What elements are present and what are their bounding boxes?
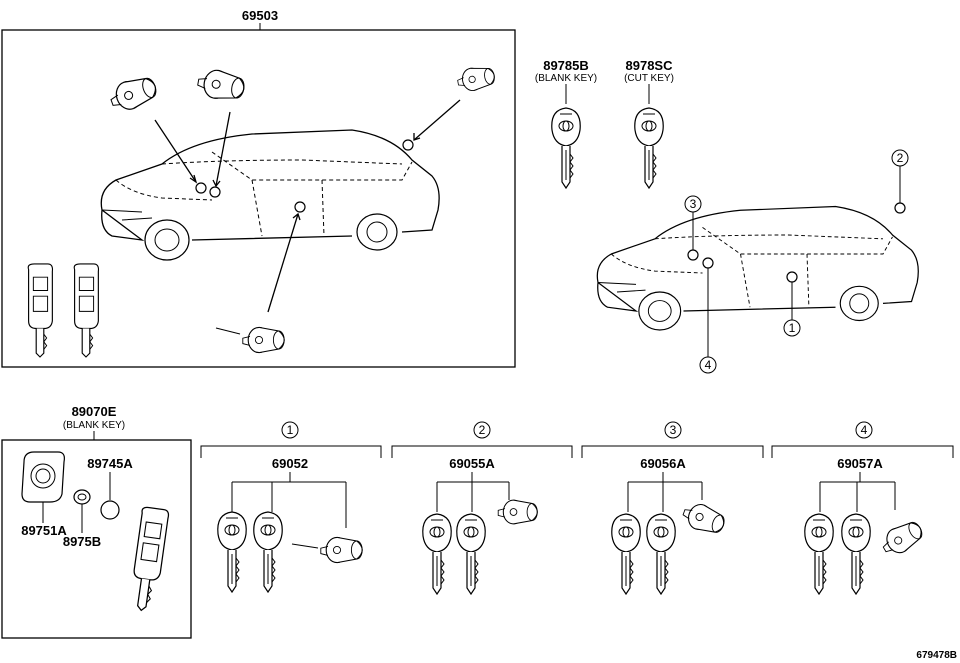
battery-cover-illustration: [73, 489, 91, 533]
main-car-location-markers: [195, 139, 414, 213]
set-4-callout-circle: [855, 421, 873, 439]
set-3-callout-circle: [664, 421, 682, 439]
main-car-illustration: [100, 129, 440, 261]
callout-1: 1: [783, 319, 801, 337]
set-1: 1 69052: [200, 421, 382, 593]
set-4-part-number: 69057A: [837, 456, 883, 471]
battery-part-number: 89745A: [87, 456, 133, 471]
main-remote-keys: [27, 263, 100, 358]
set-1-callout-circle: [281, 421, 299, 439]
cut-key-description: (CUT KEY): [624, 73, 674, 84]
cut-key-label: 8978SC (CUT KEY): [624, 58, 674, 104]
set-3: 3 69056A: [581, 421, 764, 595]
svg-text:1: 1: [789, 321, 796, 335]
remote-group-description: (BLANK KEY): [63, 420, 125, 431]
main-cylinders: [106, 63, 497, 354]
set-2-callout-circle: [473, 421, 491, 439]
blank-key-label: 89785B (BLANK KEY): [535, 58, 597, 104]
remote-shell-part-number: 89751A: [21, 523, 67, 538]
callout-car-illustration: [596, 205, 919, 331]
remote-group-part-number: 89070E: [72, 404, 117, 419]
main-group-frame: [1, 29, 516, 368]
set-1-callout: 1: [287, 423, 294, 437]
svg-text:3: 3: [690, 197, 697, 211]
main-group-part-number: 69503: [242, 8, 278, 23]
battery-illustration: [100, 500, 120, 520]
callout-4: 4: [699, 356, 717, 374]
set-2-callout: 2: [479, 423, 486, 437]
svg-text:2: 2: [897, 151, 904, 165]
callout-car-markers: [687, 166, 906, 357]
callout-3: 3: [684, 195, 702, 213]
illustration-id: 679478B: [916, 650, 957, 661]
remote-group-frame: [1, 439, 192, 639]
cut-key-illustration: [634, 107, 664, 189]
set-2-part-number: 69055A: [449, 456, 495, 471]
remote-shell-illustration: [21, 451, 65, 523]
set-3-callout: 3: [670, 423, 677, 437]
cut-key-part-number: 8978SC: [626, 58, 674, 73]
battery-cover-part-number: 8975B: [63, 534, 101, 549]
blank-key-description: (BLANK KEY): [535, 73, 597, 84]
callout-2: 2: [891, 149, 909, 167]
set-1-part-number: 69052: [272, 456, 308, 471]
blank-key-illustration: [551, 107, 581, 189]
main-pointer-arrows: [154, 99, 461, 313]
set-4-callout: 4: [861, 423, 868, 437]
blank-key-part-number: 89785B: [543, 58, 589, 73]
svg-text:4: 4: [705, 358, 712, 372]
set-4: 4 69057A: [771, 421, 954, 595]
remote-key-illustration: [127, 506, 170, 613]
set-2: 2 69055A: [391, 421, 573, 595]
set-3-part-number: 69056A: [640, 456, 686, 471]
